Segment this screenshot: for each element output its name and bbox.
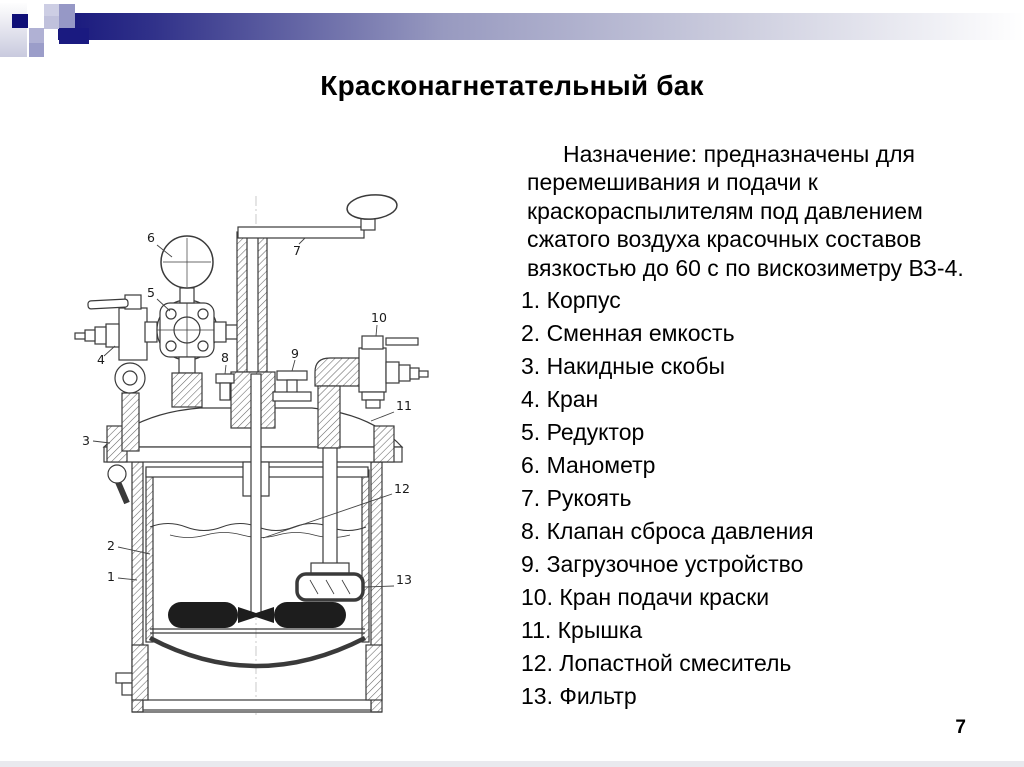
tank-foot <box>365 644 383 701</box>
elbow-pipe <box>314 357 364 387</box>
part-list-item: 13. Фильтр <box>521 683 637 709</box>
mixer-shaft <box>250 373 262 615</box>
crank-arm <box>237 226 365 239</box>
valve-4-lever <box>87 298 129 310</box>
part-list-item: 10. Кран подачи краски <box>521 584 770 610</box>
part-list-item: 5. Редуктор <box>521 419 645 445</box>
inner-container-wall <box>145 469 154 643</box>
callout-number: 7 <box>293 243 301 258</box>
part-list-item: 3. Накидные скобы <box>521 353 726 379</box>
decoration-square <box>44 16 59 29</box>
decoration-square <box>29 28 44 43</box>
decoration-square <box>44 4 59 16</box>
clamp-block-right <box>373 425 395 463</box>
decoration-square <box>29 43 44 57</box>
purpose-line: Назначение: предназначены для <box>563 141 915 167</box>
tank-technical-drawing: 1 2 3 4 5 6 7 8 9 10 11 12 13 <box>74 194 429 718</box>
part-list-item: 8. Клапан сброса давления <box>521 518 814 544</box>
hose-nipple <box>105 323 120 348</box>
air-inlet-pipe <box>121 392 140 452</box>
decoration-gradient-strip <box>0 3 27 57</box>
part-list-item: 11. Крышка <box>521 617 643 643</box>
tank-bottom-band <box>142 699 372 711</box>
inner-dished-bottom <box>148 635 367 669</box>
part-list-item: 4. Кран <box>521 386 599 412</box>
decoration-square <box>59 4 75 28</box>
purpose-line: вязкостью до 60 с по вискозиметру ВЗ-4. <box>527 254 964 281</box>
purpose-line: перемешивания и подачи к <box>527 169 818 196</box>
purpose-line: сжатого воздуха красочных составов <box>527 226 922 253</box>
clamp-pivot <box>107 464 127 484</box>
purpose-line: краскораспылителям под давлением <box>527 197 923 224</box>
valve-10-body <box>358 347 387 393</box>
part-list-item: 6. Манометр <box>521 452 656 478</box>
callout-number: 11 <box>396 398 412 413</box>
inner-container-wall <box>361 469 370 643</box>
loading-device <box>276 370 308 381</box>
paint-feed-tube <box>322 447 338 567</box>
purpose-paragraph: Назначение: предназначены для перемешива… <box>527 140 1007 282</box>
page-number: 7 <box>955 717 966 738</box>
callout-number: 1 <box>107 569 115 584</box>
callout-number: 6 <box>147 230 155 245</box>
callout-number: 4 <box>97 352 105 367</box>
callout-number: 12 <box>394 481 410 496</box>
decoration-square <box>59 28 89 44</box>
paddle-blade-right <box>274 602 346 628</box>
callout-number: 9 <box>291 346 299 361</box>
part-list-item: 7. Рукоять <box>521 485 632 511</box>
decoration-footer-strip <box>0 761 1024 767</box>
paddle-blade-left <box>168 602 238 628</box>
callout-number: 5 <box>147 285 155 300</box>
decoration-top-bar <box>58 13 1024 40</box>
decoration-square <box>12 14 28 28</box>
valve-10-handle <box>385 337 419 346</box>
callout-number: 2 <box>107 538 115 553</box>
page-title: Красконагнетательный бак <box>320 70 704 101</box>
tank-foot <box>131 644 149 701</box>
valve-4-body <box>118 307 148 361</box>
hose-nipple <box>385 361 400 384</box>
part-list-item: 12. Лопастной смеситель <box>521 650 792 676</box>
callout-leaders <box>92 237 395 588</box>
callout-number: 10 <box>371 310 387 325</box>
parts-list: 1. Корпус 2. Сменная емкость 3. Накидные… <box>521 284 1001 713</box>
callout-number: 3 <box>82 433 90 448</box>
part-list-item: 1. Корпус <box>521 287 621 313</box>
callout-number: 8 <box>221 350 229 365</box>
callout-number: 13 <box>396 572 412 587</box>
crank-knob <box>346 194 398 220</box>
part-list-item: 9. Загрузочное устройство <box>521 551 804 577</box>
relief-valve <box>215 373 235 384</box>
paddle-hub <box>238 607 274 623</box>
part-list-item: 2. Сменная емкость <box>521 320 735 346</box>
